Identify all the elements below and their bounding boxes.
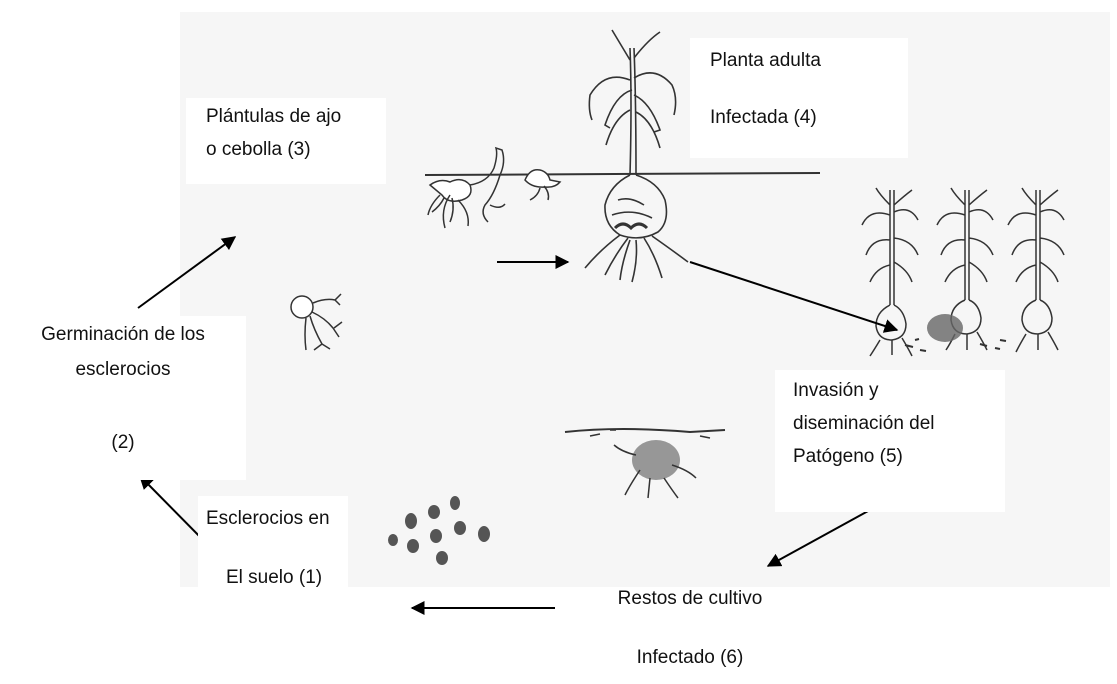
stage-6-line2: Infectado (6) <box>570 647 810 670</box>
stage-1-label-box: Esclerocios en El suelo (1) <box>198 496 348 608</box>
stage-2-line2: esclerocios <box>0 359 246 382</box>
stage-4-line2: Infectada (4) <box>710 107 908 130</box>
stage-2-line3: (2) <box>0 432 246 455</box>
stage-3-line1: Plántulas de ajo <box>206 106 386 129</box>
stage-4-label-box: Planta adulta Infectada (4) <box>690 38 908 158</box>
stage-1-line1: Esclerocios en <box>206 508 340 531</box>
stage-2-line1: Germinación de los <box>0 324 246 347</box>
stage-4-line1: Planta adulta <box>710 50 908 73</box>
stage-3-line2: o cebolla (3) <box>206 139 386 162</box>
stage-6-line1: Restos de cultivo <box>570 588 810 611</box>
stage-5-line2: diseminación del <box>793 413 1005 436</box>
stage-3-label-box: Plántulas de ajo o cebolla (3) <box>186 98 386 184</box>
stage-5-line3: Patógeno (5) <box>793 446 1005 469</box>
stage-6-label-box: Restos de cultivo Infectado (6) <box>570 576 810 684</box>
stage-5-line1: Invasión y <box>793 380 1005 403</box>
stage-2-label-box: Germinación de los esclerocios (2) <box>0 316 246 480</box>
stage-1-line2: El suelo (1) <box>206 567 340 590</box>
stage-5-label-box: Invasión y diseminación del Patógeno (5) <box>775 370 1005 512</box>
